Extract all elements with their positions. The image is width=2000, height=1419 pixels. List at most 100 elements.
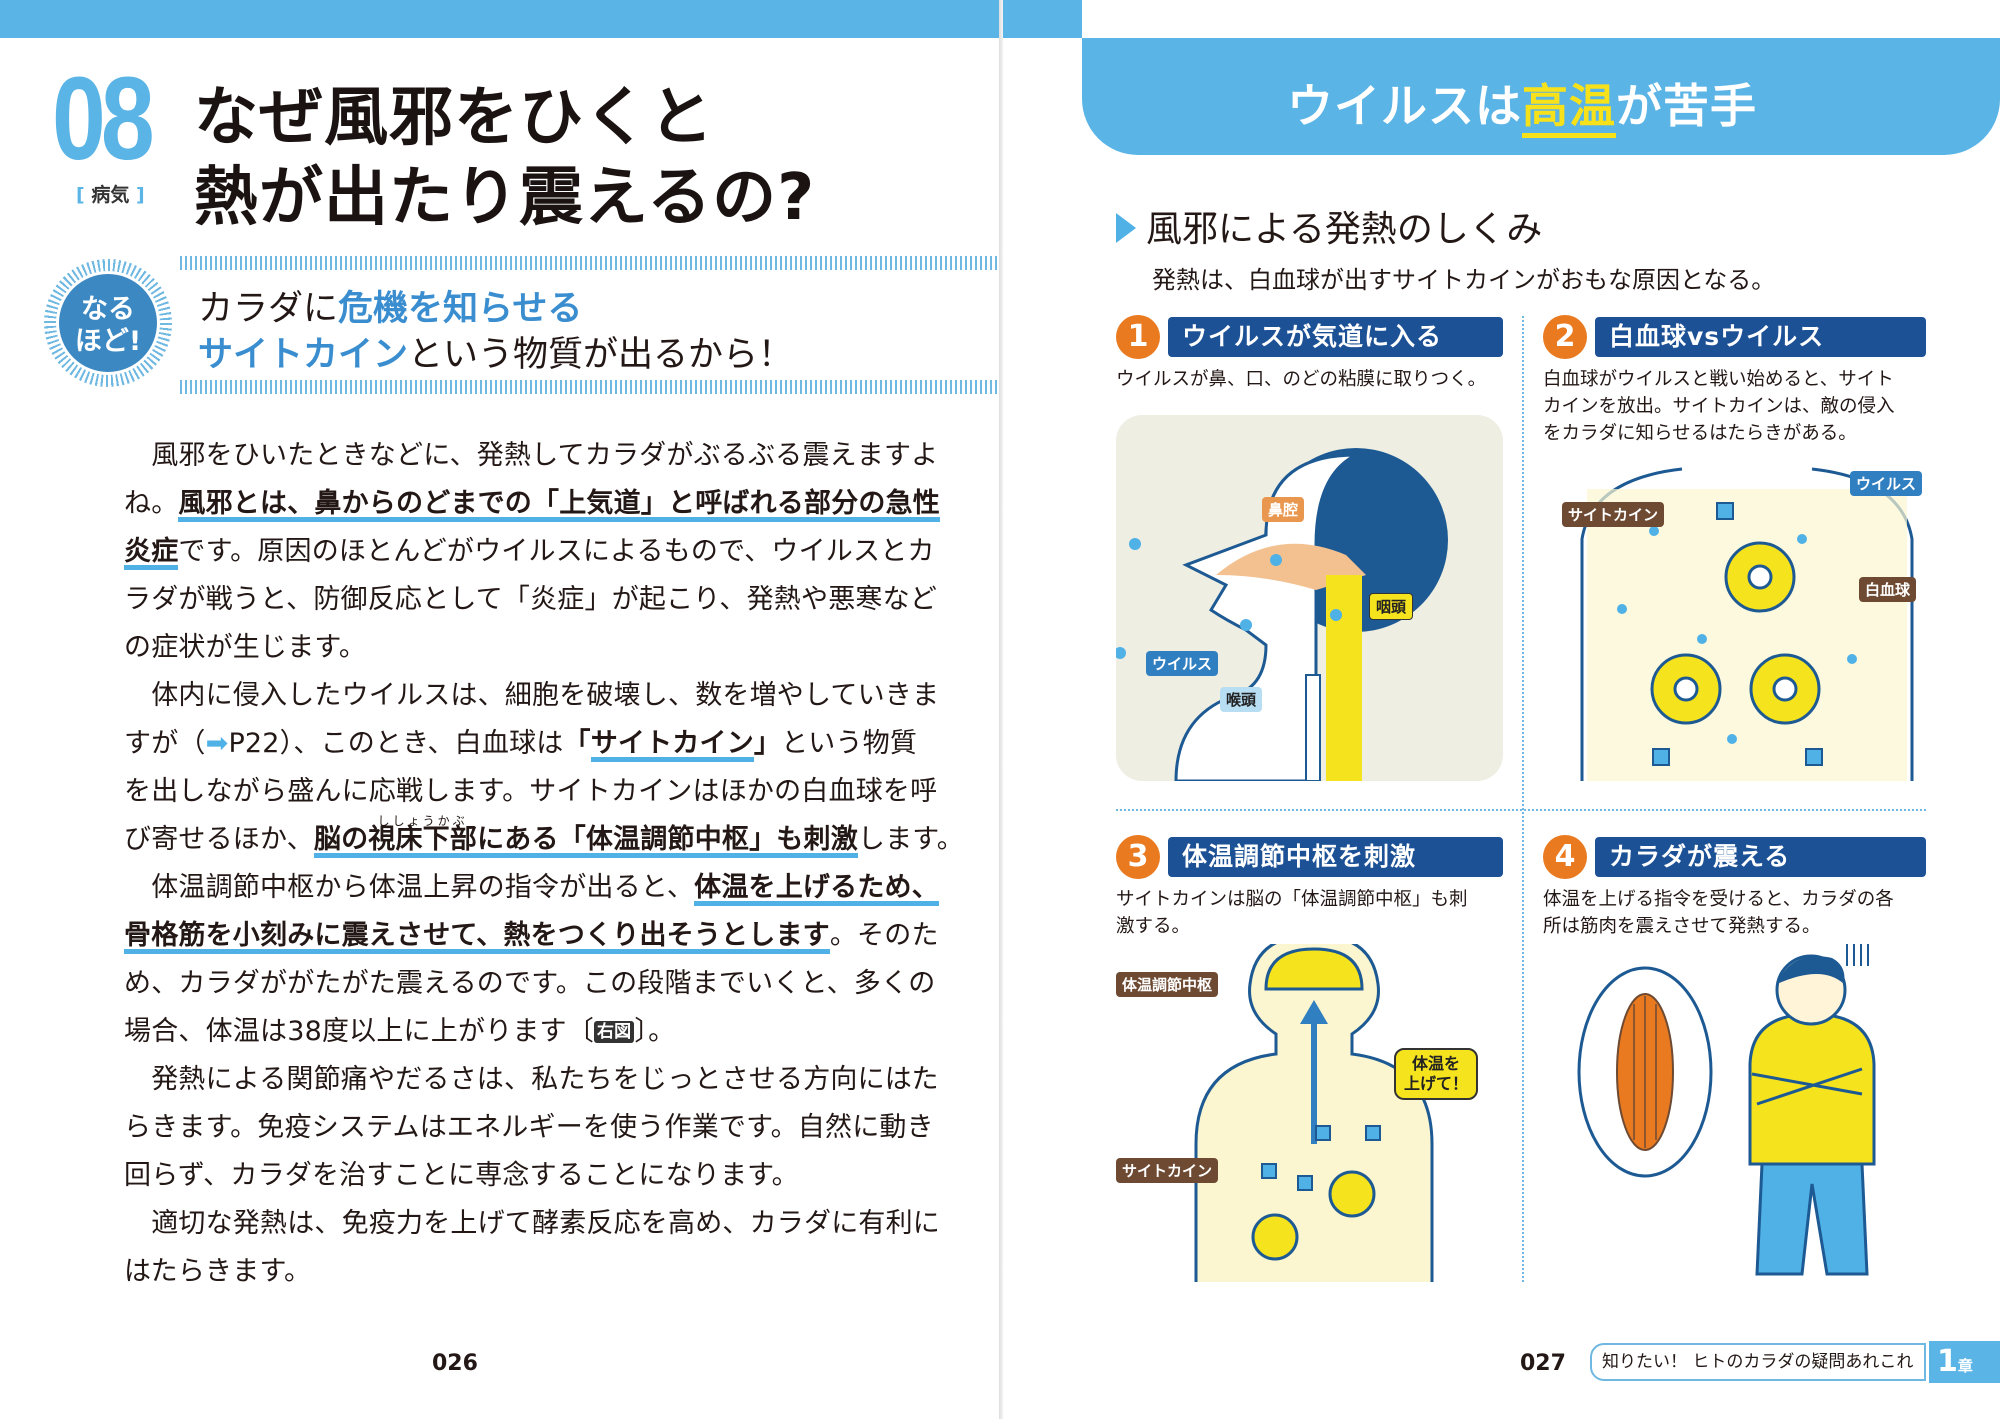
stripe-divider-bottom xyxy=(180,380,1000,394)
text-segment: すが（ xyxy=(124,728,206,759)
shivering-person-drawing xyxy=(1577,944,1876,1276)
badge-line2: ほど! xyxy=(74,326,142,357)
panel-description-line: 激する。 xyxy=(1116,916,1191,937)
answer-line1: カラダに危機を知らせる xyxy=(198,280,582,331)
body-line: 炎症です。原因のほとんどがウイルスによるもので、ウイルスとカ xyxy=(124,528,934,576)
chapter-tab: 1章 xyxy=(1929,1341,2000,1383)
text-segment: 。そのた xyxy=(829,920,939,951)
emphasis-text: 骨格筋を小刻みに震えさせて、熱をつくり出そうとします xyxy=(124,922,830,954)
body-line: ね。風邪とは、鼻からのどまでの「上気道」と呼ばれる部分の急性 xyxy=(124,480,941,528)
text-segment: ラダが戦うと、防御反応として「炎症」が起こり、発熱や悪寒など xyxy=(124,584,938,615)
panel-description-line: カインを放出。サイトカインは、敵の侵入 xyxy=(1543,396,1895,417)
body-line: 骨格筋を小刻みに震えさせて、熱をつくり出そうとします。そのた xyxy=(124,912,938,960)
text-segment: はたらきます。 xyxy=(124,1256,312,1287)
text-segment: 風邪をひいたときなどに、発熱してカラダがぶるぶる震えますよ xyxy=(124,440,939,471)
speech-bubble: 体温を上げて！ xyxy=(1394,1048,1479,1100)
body-line: 風邪をひいたときなどに、発熱してカラダがぶるぶる震えますよ xyxy=(124,432,938,480)
body-text: 風邪をひいたときなどに、発熱してカラダがぶるぶる震えますよね。風邪とは、鼻からの… xyxy=(124,432,964,1296)
head-crosssection-drawing xyxy=(1116,448,1448,781)
category-text: 病気 xyxy=(91,184,130,206)
triangle-bullet-icon xyxy=(1116,213,1136,243)
page-title-line2: 熱が出たり震えるの? xyxy=(194,161,816,235)
label-thermoregulatory-center: 体温調節中枢 xyxy=(1116,972,1219,997)
label-nasal-cavity: 鼻腔 xyxy=(1262,497,1305,522)
text-segment: P22）、このとき、白血球は xyxy=(228,728,564,759)
body-line: め、カラダががたがた震えるのです。この段階までいくと、多くの xyxy=(124,960,935,1008)
step-number-badge: 3 xyxy=(1116,835,1160,879)
cells-drawing xyxy=(1580,467,1914,781)
text-segment: の症状が生じます。 xyxy=(124,632,367,663)
section-title: 風邪による発熱のしくみ xyxy=(1116,200,1542,252)
panel-description: 白血球がウイルスと戦い始めると、サイトカインを放出。サイトカインは、敵の侵入をカ… xyxy=(1543,366,1926,447)
emphasis-text: 炎症 xyxy=(124,538,179,570)
body-line: を出しながら盛んに応戦します。サイトカインはほかの白血球を呼 xyxy=(124,768,937,816)
section-subtitle: 発熱は、白血球が出すサイトカインがおもな原因となる。 xyxy=(1152,266,1776,294)
right-header-title: ウイルスは高温が苦手 xyxy=(1082,70,1962,138)
emphasis-text: 体温を上げるため、 xyxy=(694,874,939,906)
page-number-right: 027 xyxy=(1520,1351,1566,1376)
text-segment: 回らず、カラダを治すことに専念することになります。 xyxy=(124,1160,799,1191)
text-segment: を出しながら盛んに応戦します。サイトカインはほかの白血球を呼 xyxy=(124,776,938,807)
text-segment: 場合、体温は38度以上に上がります〔 xyxy=(124,1016,594,1047)
badge-line1: なる xyxy=(81,294,135,325)
body-line: び寄せるほか、脳の視床下部ししょうかぶにある「体温調節中枢」も刺激します。 xyxy=(124,815,964,864)
section-title-text: 風邪による発熱のしくみ xyxy=(1146,209,1543,250)
label-virus: ウイルス xyxy=(1146,651,1219,676)
chapter-number: 1 xyxy=(1937,1344,1958,1379)
ruby-text: ししょうかぶ xyxy=(377,814,468,828)
panel-divider-vertical xyxy=(1522,316,1524,1282)
body-line: はたらきます。 xyxy=(124,1248,904,1296)
emphasis-text: 風邪とは、鼻からのどまでの「上気道」と呼ばれる部分の急性 xyxy=(178,490,941,522)
naruhodo-badge: なるほど! xyxy=(44,259,172,387)
emphasis-text: 脳の xyxy=(313,826,369,858)
category-label: [ 病気 ] xyxy=(76,184,145,206)
body-line: 適切な発熱は、免疫力を上げて酵素反応を高め、カラダに有利に xyxy=(124,1200,940,1248)
body-line: 体温調節中枢から体温上昇の指令が出ると、体温を上げるため、 xyxy=(124,864,939,912)
text-segment: です。原因のほとんどがウイルスによるもので、ウイルスとカ xyxy=(178,536,935,567)
text-segment: 適切な発熱は、免疫力を上げて酵素反応を高め、カラダに有利に xyxy=(124,1208,940,1239)
right-header-banner xyxy=(1082,38,2000,155)
bubble-line2: 上げて！ xyxy=(1404,1074,1469,1093)
text-segment: らきます。免疫システムはエネルギーを使う作業です。自然に動き xyxy=(124,1112,934,1143)
emphasis-text: にある「体温調節中枢」も刺激 xyxy=(477,826,858,858)
body-line: 場合、体温は38度以上に上がります〔右図〕。 xyxy=(124,1008,904,1056)
panel-description-line: をカラダに知らせるはたらきがある。 xyxy=(1543,423,1857,444)
panel-description-line: 体温を上げる指令を受けると、カラダの各 xyxy=(1543,889,1894,910)
text-segment: 〕。 xyxy=(634,1016,676,1047)
panel-title: 体温調節中枢を刺激 xyxy=(1168,837,1503,877)
step-number-badge: 2 xyxy=(1543,315,1587,359)
body-brain-drawing xyxy=(1194,934,1434,1282)
text-segment: 「 xyxy=(563,728,591,759)
emphasis-text: 視床下部ししょうかぶ xyxy=(368,815,478,858)
text-segment: サイトカイン xyxy=(198,335,409,375)
body-line: 体内に侵入したウイルスは、細胞を破壊し、数を増やしていきま xyxy=(124,672,939,720)
page-gutter xyxy=(999,0,1003,1419)
body-line: ラダが戦うと、防御反応として「炎症」が起こり、発熱や悪寒など xyxy=(124,576,937,624)
panel-title: ウイルスが気道に入る xyxy=(1168,317,1503,357)
panel-description-line: ウイルスが鼻、口、のどの粘膜に取りつく。 xyxy=(1116,369,1487,390)
label-pharynx: 咽頭 xyxy=(1369,593,1414,620)
thermoregulation-illustration: 体温調節中枢 体温を上げて！ サイトカイン xyxy=(1116,934,1503,1282)
panel-description: サイトカインは脳の「体温調節中枢」も刺激する。 xyxy=(1116,886,1503,940)
text-segment: め、カラダががたがた震えるのです。この段階までいくと、多くの xyxy=(124,968,936,999)
text-segment: します。 xyxy=(857,824,965,855)
left-top-bar xyxy=(0,0,999,38)
shivering-illustration xyxy=(1562,944,1926,1282)
label-white-blood-cell: 白血球 xyxy=(1859,577,1917,602)
text-segment: という物質が出るから！ xyxy=(408,335,794,375)
label-cytokine: サイトカイン xyxy=(1562,502,1665,527)
page-link-arrow-icon[interactable]: ➡ xyxy=(205,728,229,759)
panel-title: 白血球vsウイルス xyxy=(1595,317,1926,357)
text-segment: 」 xyxy=(753,728,782,759)
figure-ref-badge: 右図 xyxy=(593,1021,635,1043)
panel-description: ウイルスが鼻、口、のどの粘膜に取りつく。 xyxy=(1116,366,1503,393)
text-segment: という物質 xyxy=(781,728,918,759)
footer-book-title: 知りたい！ ヒトのカラダの疑問あれこれ xyxy=(1590,1343,1926,1381)
article-number: 08 xyxy=(52,53,155,185)
panel-description-line: 白血球がウイルスと戦い始めると、サイト xyxy=(1543,369,1894,390)
